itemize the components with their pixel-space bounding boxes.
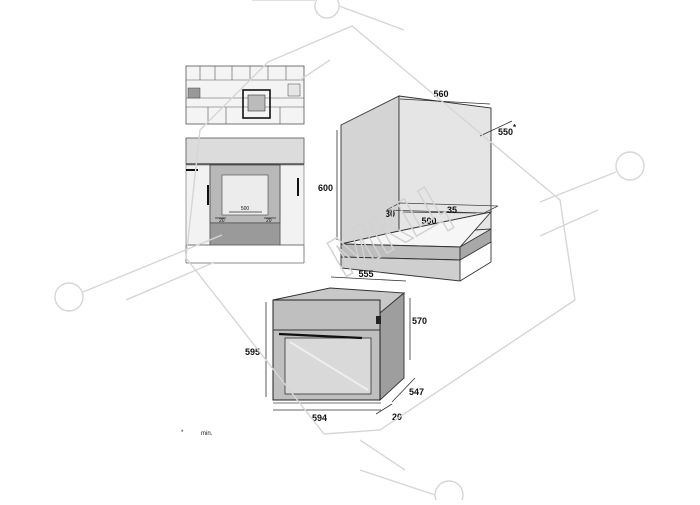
footnote-mark: * xyxy=(181,430,184,436)
niche-diagram: 560 550 * 600 30 500 35 xyxy=(318,89,517,282)
cabinet-dim-left: 20 xyxy=(219,218,225,224)
oven-front-width-label: 594 xyxy=(312,413,327,423)
cabinet-dim-right: 20 xyxy=(266,218,272,224)
cabinet-front-view: 500 20 20 xyxy=(185,137,305,264)
footnote-text: min. xyxy=(201,431,213,437)
oven-top-width-label: 555 xyxy=(358,269,373,279)
niche-opening-width-label: 500 xyxy=(421,216,436,226)
watermark: МКЦ xyxy=(54,0,645,505)
niche-height-label: 600 xyxy=(318,183,333,193)
oven-depth-label: 547 xyxy=(409,387,424,397)
kitchen-thumbnail xyxy=(185,65,305,125)
oven-body-height-label: 570 xyxy=(412,316,427,326)
footnote: * min. xyxy=(181,430,213,437)
oven-diagram: 555 570 595 547 594 20 xyxy=(245,269,427,423)
niche-opening-left-label: 30 xyxy=(385,209,395,219)
niche-width-label: 560 xyxy=(433,89,448,99)
oven-door-depth-label: 20 xyxy=(392,412,402,422)
oven-front-height-label: 595 xyxy=(245,347,260,357)
niche-depth-mark: * xyxy=(513,123,517,132)
niche-depth-label: 550 xyxy=(498,127,513,137)
cabinet-dim-center: 500 xyxy=(241,206,250,212)
niche-opening-right-label: 35 xyxy=(447,205,457,215)
